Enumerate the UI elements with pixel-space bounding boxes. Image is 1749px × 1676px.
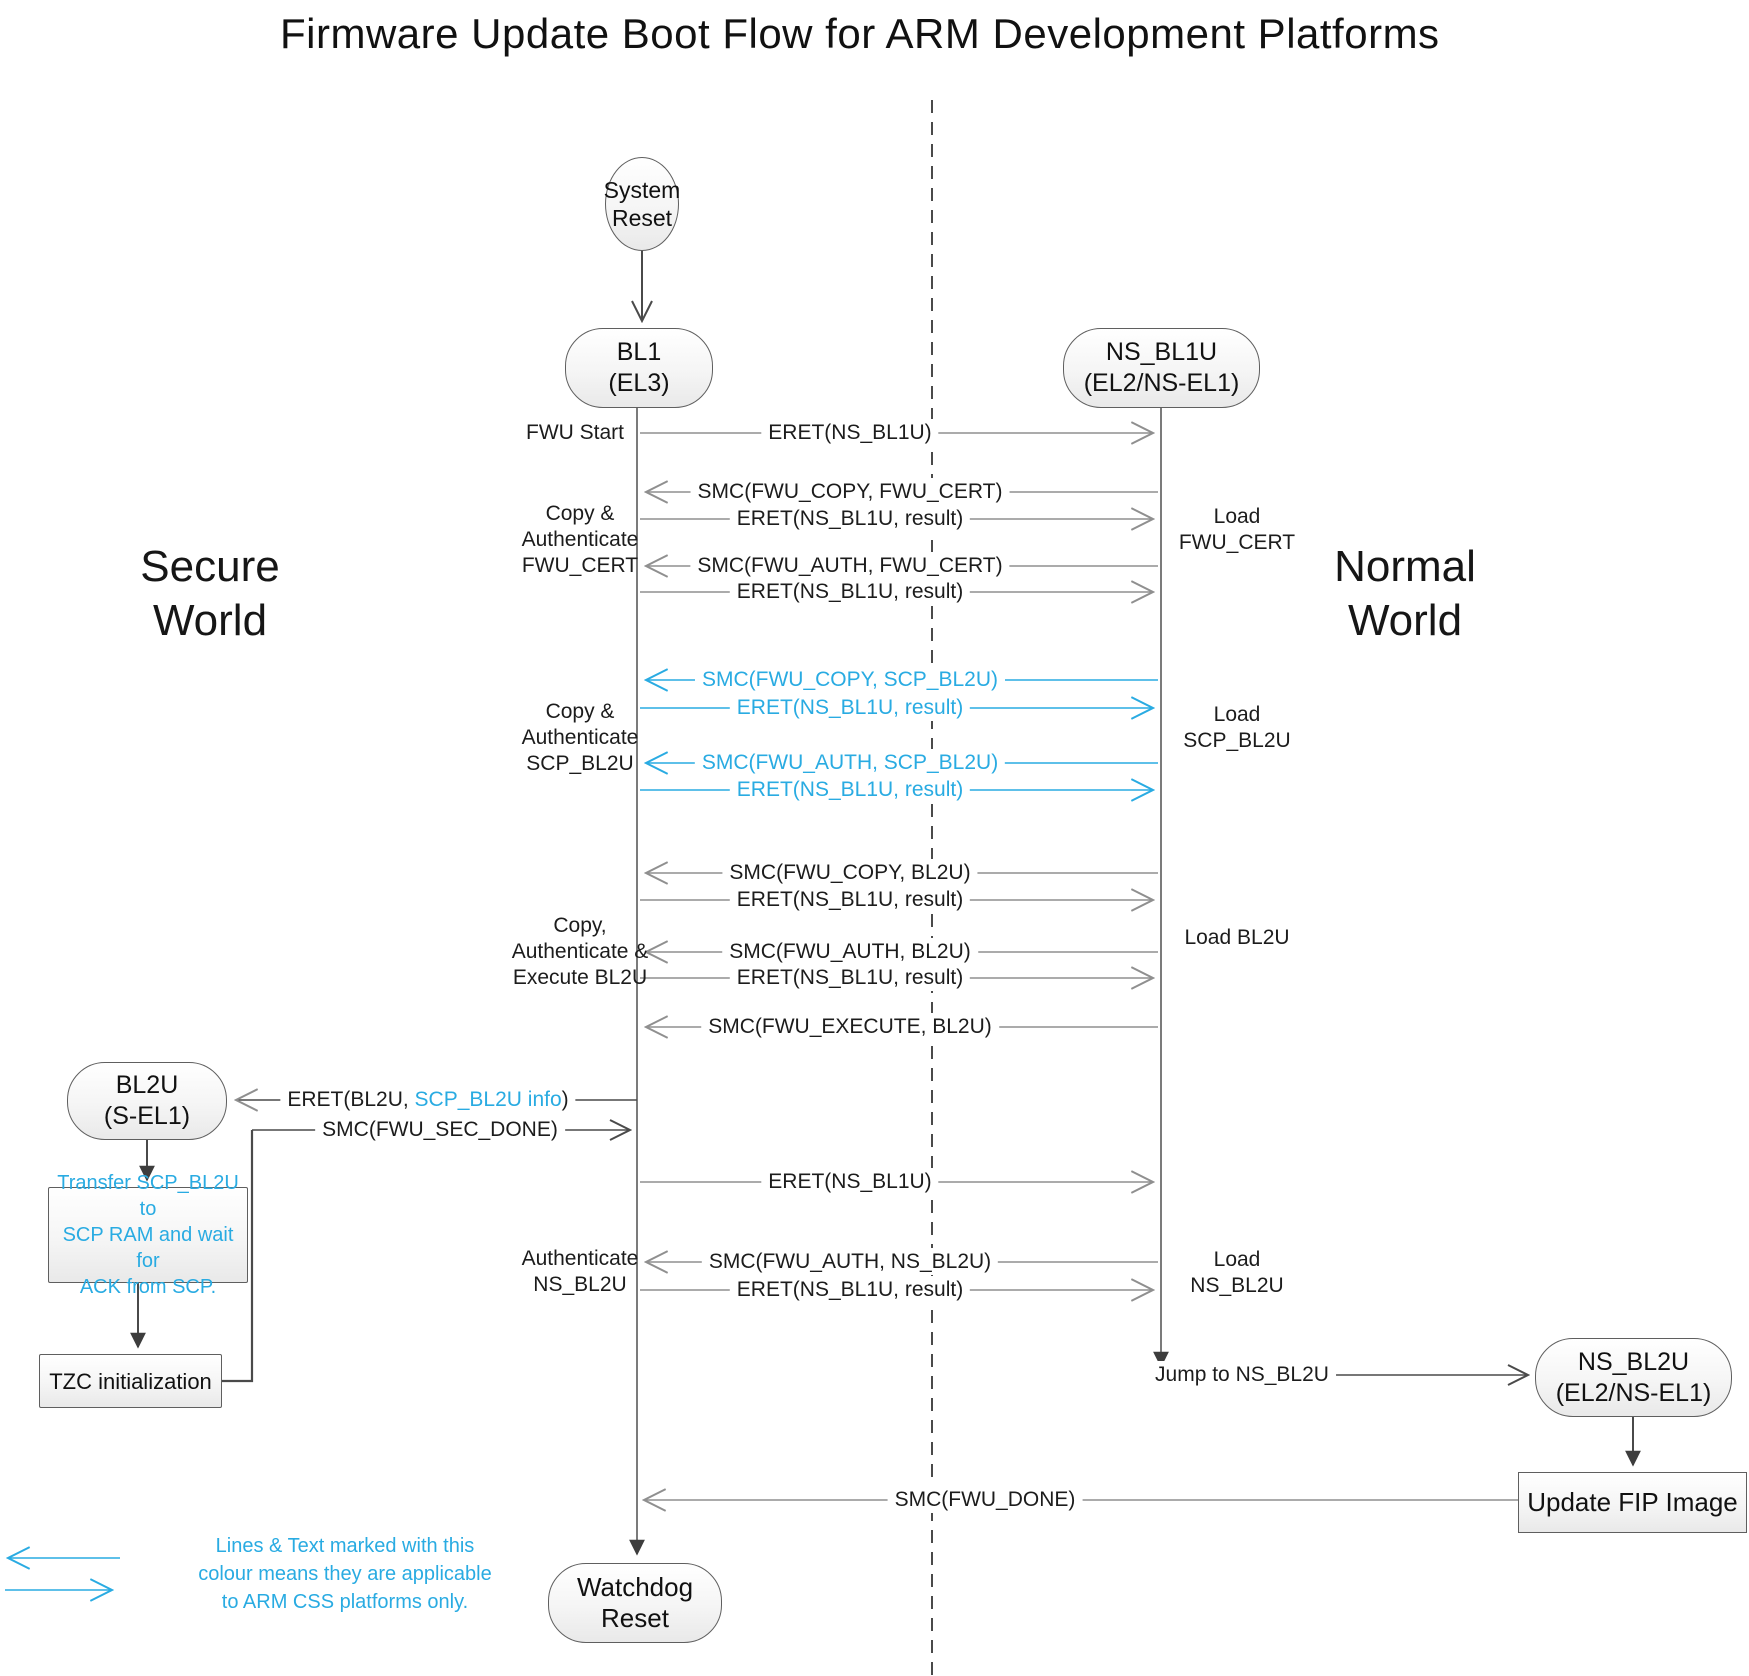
message-label: SMC(FWU_AUTH, FWU_CERT) bbox=[690, 552, 1010, 579]
activity-copy-auth-scp-bl2u: Copy & Authenticate SCP_BL2U bbox=[521, 700, 639, 775]
message-label: ERET(NS_BL1U, result) bbox=[729, 505, 971, 532]
activity-copy-auth-exec-bl2u: Copy, Authenticate & Execute BL2U bbox=[511, 914, 649, 989]
secure-world-label: Secure World bbox=[140, 542, 280, 645]
node-ns-bl1u: NS_BL1U (EL2/NS-EL1) bbox=[1063, 328, 1260, 408]
message-label: SMC(FWU_AUTH, BL2U) bbox=[722, 938, 978, 965]
legend-note: Lines & Text marked with this colour mea… bbox=[198, 1535, 492, 1613]
message-label-eret-bl2u: ERET(BL2U, SCP_BL2U info) bbox=[280, 1086, 576, 1113]
node-bl2u: BL2U (S-EL1) bbox=[67, 1062, 227, 1140]
node-ns-bl2u: NS_BL2U (EL2/NS-EL1) bbox=[1535, 1338, 1732, 1417]
message-label-smc-done: SMC(FWU_DONE) bbox=[887, 1486, 1083, 1513]
message-label: ERET(NS_BL1U, result) bbox=[729, 1276, 971, 1303]
message-label-smc-sec-done: SMC(FWU_SEC_DONE) bbox=[315, 1116, 565, 1143]
message-label: SMC(FWU_EXECUTE, BL2U) bbox=[701, 1013, 999, 1040]
message-label: SMC(FWU_COPY, SCP_BL2U) bbox=[694, 666, 1006, 693]
message-label: ERET(NS_BL1U, result) bbox=[729, 578, 971, 605]
eret-bl2u-suffix: ) bbox=[561, 1088, 569, 1111]
message-label: ERET(NS_BL1U) bbox=[761, 419, 939, 446]
node-tzc-initialization: TZC initialization bbox=[39, 1354, 222, 1408]
node-watchdog-reset: Watchdog Reset bbox=[548, 1563, 722, 1643]
normal-world-label: Normal World bbox=[1334, 542, 1476, 645]
node-bl1: BL1 (EL3) bbox=[565, 328, 713, 408]
activity-load-bl2u: Load BL2U bbox=[1184, 926, 1290, 949]
eret-bl2u-prefix: ERET(BL2U, bbox=[287, 1088, 415, 1111]
message-label: ERET(NS_BL1U, result) bbox=[729, 886, 971, 913]
message-label: SMC(FWU_COPY, BL2U) bbox=[722, 859, 978, 886]
node-update-fip-image: Update FIP Image bbox=[1518, 1472, 1747, 1533]
page-title: Firmware Update Boot Flow for ARM Develo… bbox=[280, 10, 1440, 57]
message-label: ERET(NS_BL1U, result) bbox=[729, 964, 971, 991]
message-label: ERET(NS_BL1U, result) bbox=[729, 694, 971, 721]
message-label: SMC(FWU_AUTH, NS_BL2U) bbox=[701, 1248, 999, 1275]
activity-load-scp-bl2u: Load SCP_BL2U bbox=[1183, 703, 1291, 752]
node-transfer-scp-bl2u: Transfer SCP_BL2U to SCP RAM and wait fo… bbox=[48, 1172, 248, 1298]
eret-bl2u-highlight: SCP_BL2U info bbox=[414, 1088, 562, 1111]
activity-fwu-start: FWU Start bbox=[526, 421, 624, 444]
lifelines bbox=[629, 408, 1169, 1556]
message-label: SMC(FWU_AUTH, SCP_BL2U) bbox=[694, 749, 1006, 776]
message-label: ERET(NS_BL1U) bbox=[761, 1168, 939, 1195]
activity-authenticate-ns-bl2u: Authenticate NS_BL2U bbox=[521, 1247, 639, 1296]
message-label: ERET(NS_BL1U, result) bbox=[729, 776, 971, 803]
message-label: SMC(FWU_COPY, FWU_CERT) bbox=[690, 478, 1010, 505]
node-system-reset: System Reset bbox=[604, 157, 680, 251]
message-label-jump-ns-bl2u: Jump to NS_BL2U bbox=[1148, 1361, 1336, 1388]
activity-copy-auth-fwu-cert: Copy & Authenticate FWU_CERT bbox=[521, 502, 639, 577]
legend-arrows bbox=[5, 1558, 120, 1590]
activity-load-fwu-cert: Load FWU_CERT bbox=[1178, 505, 1296, 554]
activity-load-ns-bl2u: Load NS_BL2U bbox=[1190, 1248, 1284, 1297]
